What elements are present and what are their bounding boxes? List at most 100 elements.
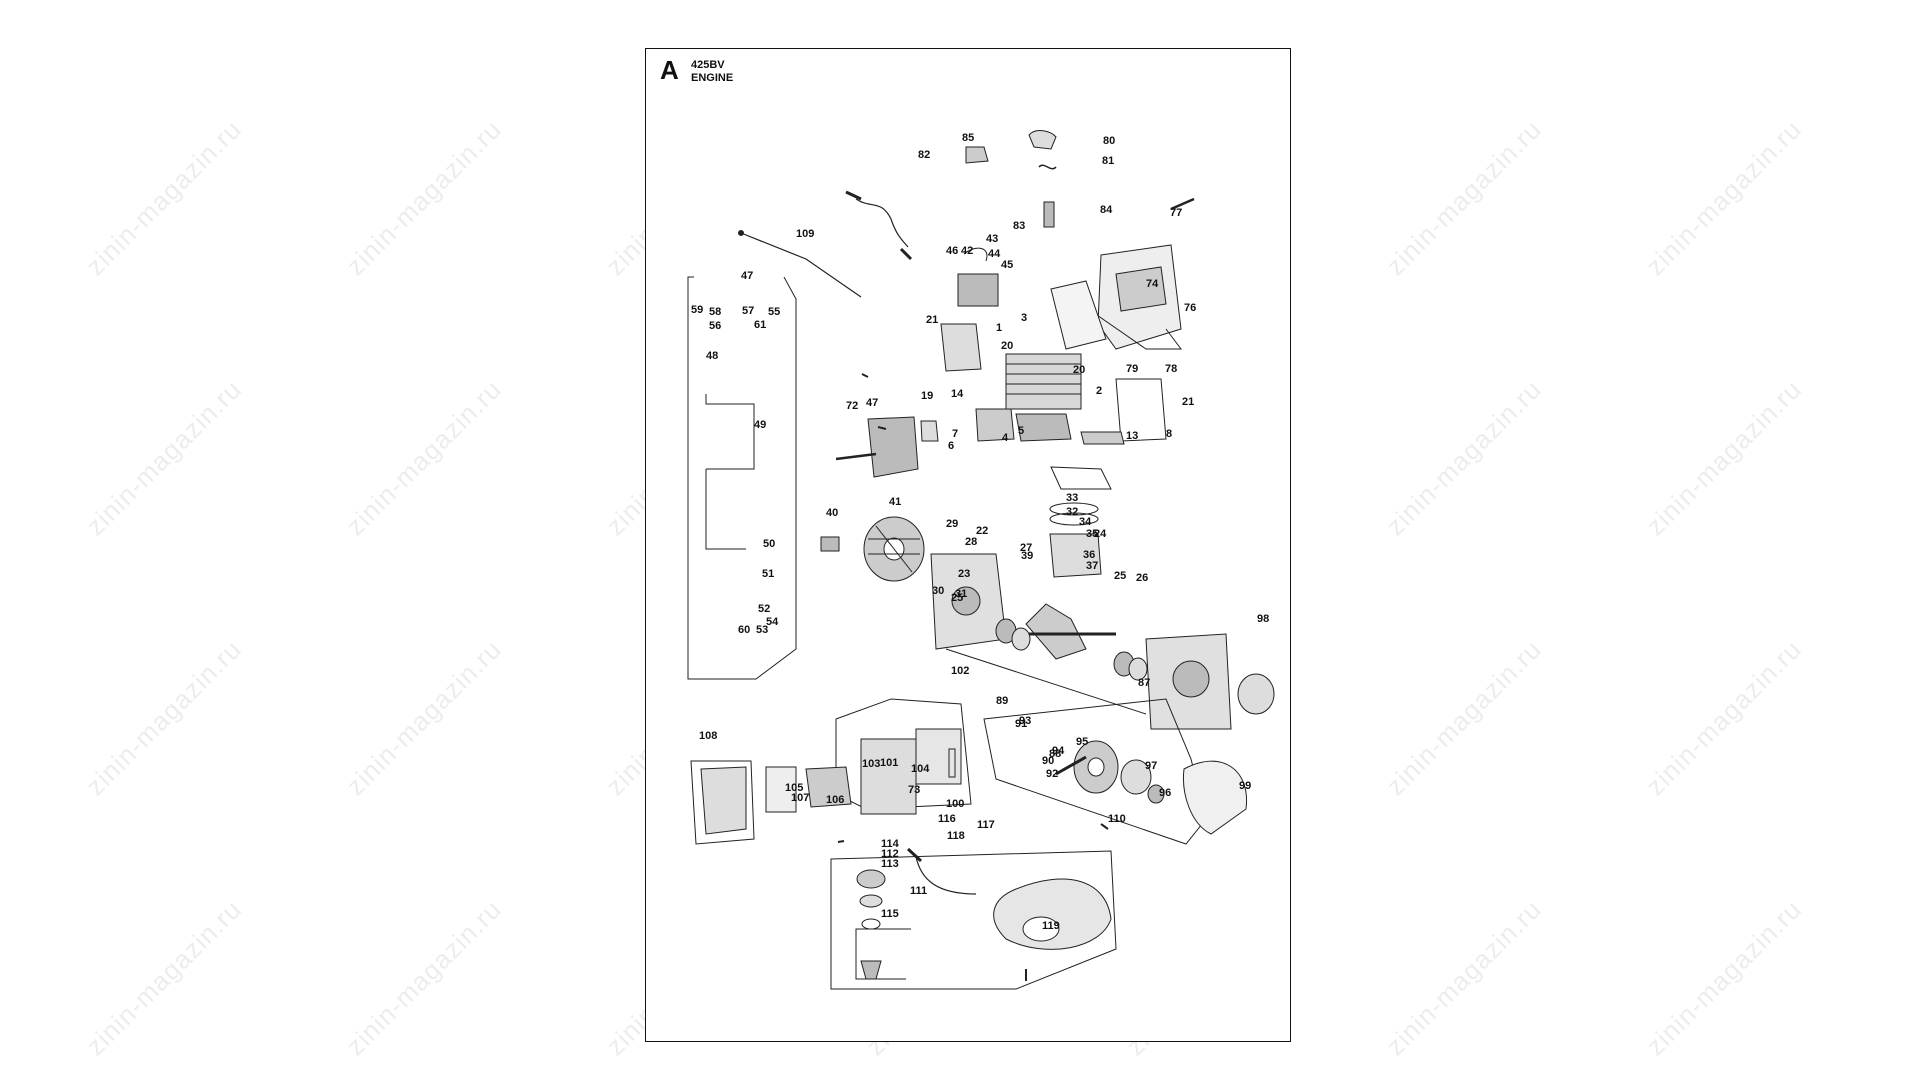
watermark-text: zinin-magazin.ru: [1380, 893, 1548, 1062]
part-callout-112: 112: [881, 848, 899, 860]
part-callout-83: 83: [1013, 220, 1025, 232]
part-callout-73: 73: [908, 784, 920, 796]
watermark-text: zinin-magazin.ru: [340, 633, 508, 802]
part-callout-21: 21: [1182, 396, 1194, 408]
part-callout-88: 88: [1049, 748, 1061, 760]
part-callout-21: 21: [926, 314, 938, 326]
part-callout-47: 47: [741, 270, 753, 282]
part-callout-47: 47: [866, 397, 878, 409]
part-callout-97: 97: [1145, 760, 1157, 772]
part-callout-77: 77: [1170, 207, 1182, 219]
part-callout-84: 84: [1100, 204, 1113, 216]
part-callout-42: 42: [961, 245, 973, 257]
watermark-text: zinin-magazin.ru: [80, 633, 248, 802]
part-callout-44: 44: [988, 248, 1001, 260]
part-callout-28: 28: [965, 536, 977, 548]
watermark-text: zinin-magazin.ru: [1380, 113, 1548, 282]
part-callout-106: 106: [826, 794, 844, 806]
part-callout-104: 104: [911, 763, 930, 775]
watermark-text: zinin-magazin.ru: [80, 373, 248, 542]
part-callout-48: 48: [706, 350, 718, 362]
part-callout-116: 116: [938, 813, 956, 825]
part-callout-30: 30: [932, 585, 944, 597]
part-callout-41: 41: [889, 496, 901, 508]
part-callout-32: 32: [1066, 506, 1078, 518]
part-callout-53: 53: [756, 624, 768, 636]
watermark-text: zinin-magazin.ru: [340, 113, 508, 282]
part-callout-96: 96: [1159, 787, 1171, 799]
part-callout-40: 40: [826, 507, 838, 519]
watermark-text: zinin-magazin.ru: [1380, 373, 1548, 542]
part-callout-6: 6: [948, 440, 954, 452]
part-callout-5: 5: [1018, 425, 1024, 437]
watermark-text: zinin-magazin.ru: [340, 893, 508, 1062]
part-callout-103: 103: [862, 758, 880, 770]
part-callout-107: 107: [791, 792, 809, 804]
watermark-text: zinin-magazin.ru: [1640, 373, 1808, 542]
part-callout-25: 25: [1114, 570, 1126, 582]
part-callout-1: 1: [996, 322, 1002, 334]
part-callout-45: 45: [1001, 259, 1013, 271]
part-callout-36: 36: [1083, 549, 1095, 561]
part-callout-51: 51: [762, 568, 774, 580]
section-title: ENGINE: [691, 72, 734, 84]
watermark-text: zinin-magazin.ru: [80, 893, 248, 1062]
section-letter: A: [660, 55, 679, 85]
part-callout-8: 8: [1166, 428, 1172, 440]
part-callout-57: 57: [742, 305, 754, 317]
part-callout-82: 82: [918, 149, 930, 161]
part-callout-111: 111: [910, 885, 927, 897]
exploded-engine-diagram: 1234567813141920202121222324252526272829…: [687, 130, 1275, 990]
part-callout-25: 25: [951, 592, 963, 604]
part-callout-4: 4: [1002, 432, 1009, 444]
throttle-cable: [740, 232, 862, 298]
part-callout-92: 92: [1046, 768, 1058, 780]
part-callout-33: 33: [1066, 492, 1078, 504]
watermark-text: zinin-magazin.ru: [1380, 633, 1548, 802]
part-callout-59: 59: [691, 304, 703, 316]
part-callout-80: 80: [1103, 135, 1115, 147]
part-callout-81: 81: [1102, 155, 1114, 167]
watermark-text: zinin-magazin.ru: [340, 373, 508, 542]
part-callout-37: 37: [1086, 560, 1098, 572]
part-callout-19: 19: [921, 390, 933, 402]
parts-diagram-sheet: A 425BV ENGINE: [645, 48, 1291, 1042]
part-callout-117: 117: [977, 819, 995, 831]
part-callout-99: 99: [1239, 780, 1251, 792]
part-callout-113: 113: [881, 858, 899, 870]
part-callout-34: 34: [1079, 516, 1092, 528]
part-callout-100: 100: [946, 798, 964, 810]
part-callout-109: 109: [796, 228, 814, 240]
part-callout-115: 115: [881, 908, 899, 920]
part-callout-14: 14: [951, 388, 964, 400]
part-callout-23: 23: [958, 568, 970, 580]
part-callout-93: 93: [1019, 715, 1031, 727]
part-callout-43: 43: [986, 233, 998, 245]
part-callout-22: 22: [976, 525, 988, 537]
carburetor-group-bracket: [687, 276, 797, 680]
part-callout-2: 2: [1096, 385, 1102, 397]
part-callout-114: 114: [881, 838, 900, 850]
part-callout-85: 85: [962, 132, 974, 144]
watermark-text: zinin-magazin.ru: [80, 113, 248, 282]
part-callout-20: 20: [1001, 340, 1013, 352]
part-callout-35: 35: [1086, 528, 1098, 540]
part-callout-55: 55: [768, 306, 780, 318]
part-callout-52: 52: [758, 603, 770, 615]
part-callout-26: 26: [1136, 572, 1148, 584]
part-callout-105: 105: [785, 782, 803, 794]
part-callout-78: 78: [1165, 363, 1177, 375]
part-callout-74: 74: [1146, 278, 1159, 290]
part-callout-95: 95: [1076, 736, 1088, 748]
part-callout-49: 49: [754, 419, 766, 431]
part-callout-61: 61: [754, 319, 766, 331]
part-callout-89: 89: [996, 695, 1008, 707]
part-callout-13: 13: [1126, 430, 1138, 442]
part-callout-24: 24: [1094, 528, 1107, 540]
part-callout-87: 87: [1138, 677, 1150, 689]
watermark-text: zinin-magazin.ru: [1640, 633, 1808, 802]
part-callout-98: 98: [1257, 613, 1269, 625]
part-callout-101: 101: [880, 757, 898, 769]
part-callout-58: 58: [709, 306, 721, 318]
